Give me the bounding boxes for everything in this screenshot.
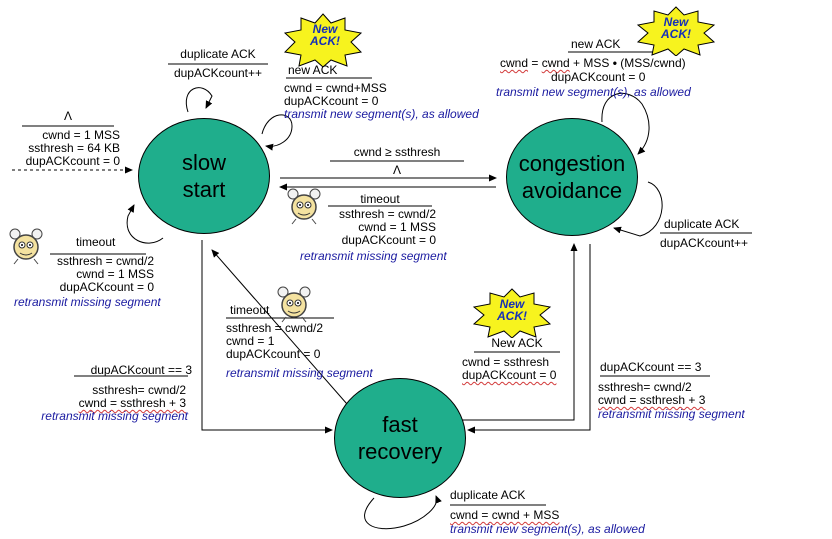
- init-lambda: Λ: [63, 109, 72, 123]
- ca-newack-line1: cwnd = cwnd + MSS • (MSS/cwnd): [500, 56, 686, 70]
- ss-dup-event: duplicate ACK: [180, 47, 256, 61]
- fr-label-2: recovery: [357, 439, 443, 464]
- ss-to-ca-event: cwnd ≥ ssthresh: [353, 145, 441, 159]
- slow-start-label-2: start: [182, 177, 226, 202]
- ss-newack-loop: [261, 114, 293, 151]
- fr-dupack-loop: [364, 495, 442, 530]
- fr-dup-action: cwnd = cwnd + MSS: [450, 508, 560, 522]
- fr-dup-event: duplicate ACK: [450, 488, 526, 502]
- ss-to-fr-arrow: [201, 240, 333, 434]
- ca-newack-line2: dupACKcount = 0: [551, 70, 646, 84]
- ca-to-fr-note: retransmit missing segment: [598, 407, 745, 421]
- ss-timeout-note: retransmit missing segment: [14, 295, 161, 309]
- ca-to-fr-event: dupACKcount == 3: [600, 360, 702, 374]
- alarm-clock-icon: [9, 228, 43, 265]
- new-ack-burst-3: [472, 288, 552, 338]
- ca-timeout-note: retransmit missing segment: [300, 249, 447, 263]
- ss-dupack-loop: [185, 87, 213, 113]
- ca-dup-action: dupACKcount++: [660, 236, 749, 250]
- slow-start-label-1: slow: [181, 150, 226, 175]
- fr-to-ca-arrow: [458, 243, 578, 421]
- new-ack-burst-2: [636, 6, 716, 56]
- ca-label-1: congestion: [518, 151, 626, 176]
- ss-newack-event: new ACK: [288, 63, 338, 77]
- ss-dup-action: dupACKcount++: [173, 66, 263, 80]
- ca-timeout-event: timeout: [360, 192, 400, 206]
- ca-to-fr-arrow: [467, 244, 591, 434]
- ca-newack-note: transmit new segment(s), as allowed: [496, 85, 691, 99]
- separator-lines: [22, 51, 752, 506]
- fr-label-1: fast: [382, 412, 418, 437]
- ss-to-fr-event: dupACKcount == 3: [90, 363, 192, 377]
- fr-timeout-note: retransmit missing segment: [226, 366, 373, 380]
- ca-newack-loop: [601, 92, 650, 155]
- ca-newack-event: new ACK: [571, 37, 621, 51]
- alarm-clock-icon: [277, 286, 311, 323]
- ss-timeout-event: timeout: [76, 235, 116, 249]
- ss-to-fr-note: retransmit missing segment: [41, 409, 188, 423]
- fr-to-ss-arrow: [211, 249, 355, 413]
- fr-to-ca-event: New ACK: [491, 336, 543, 350]
- fr-timeout-event: timeout: [230, 303, 270, 317]
- ca-dup-event: duplicate ACK: [664, 217, 740, 231]
- alarm-clock-icon: [287, 188, 321, 225]
- ss-timeout-loop: [126, 204, 164, 244]
- new-ack-burst-1: [283, 13, 363, 67]
- ca-dupack-loop: [613, 181, 663, 237]
- ca-label-2: avoidance: [521, 178, 623, 203]
- ss-to-ca-action: Λ: [392, 163, 401, 177]
- fr-dup-note: transmit new segment(s), as allowed: [450, 522, 645, 536]
